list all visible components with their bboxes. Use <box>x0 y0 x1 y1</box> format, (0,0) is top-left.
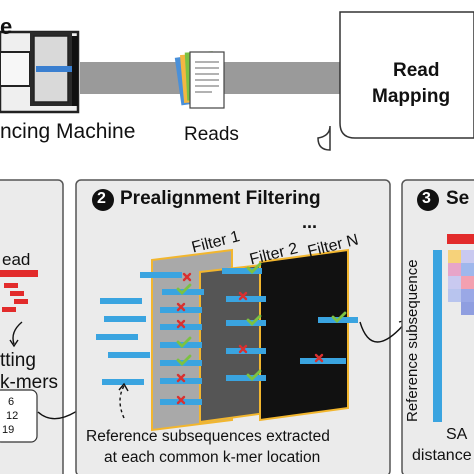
prealignment-filtering-title: Prealignment Filtering <box>120 188 321 209</box>
caption-line-1: Reference subsequences extracted <box>86 428 330 445</box>
seeding-text-line1: tting <box>0 350 36 371</box>
step-3-number: 3 <box>422 190 431 207</box>
filter-to-seed-arrow <box>359 321 407 343</box>
caption-line-2: at each common k-mer location <box>104 449 321 466</box>
reject-cross-marks <box>176 272 324 405</box>
caption-pointer-arrowhead <box>118 382 129 392</box>
reference-subsequences-input <box>96 298 150 385</box>
kmer-red-seg-3 <box>14 299 28 304</box>
filter-n-plane <box>259 248 349 422</box>
filter-ellipsis: ... <box>302 212 318 232</box>
read-mapping-box-curl <box>317 125 331 151</box>
reference-subsequence-axis-label: Reference subsequence <box>404 259 421 422</box>
caption-pointer-arrow <box>119 385 125 419</box>
seed-bottom-line2: distance <box>412 447 472 464</box>
reads-label: Reads <box>184 124 239 145</box>
reads-stack-icon <box>174 51 225 109</box>
read-mapping-title-line1: Read <box>393 60 440 81</box>
seed-extension-title-fragment: Se <box>446 188 470 209</box>
kmer-number-1: 6 <box>8 396 15 408</box>
seeding-text-line2: k-mers <box>0 372 59 393</box>
kmer-index-table <box>0 389 38 443</box>
read-red-bar <box>0 270 38 277</box>
seeding-arrowhead <box>9 339 19 348</box>
pass-check-marks <box>176 262 347 381</box>
alignment-matrix <box>448 250 474 315</box>
kmer-number-2: 12 <box>6 410 19 422</box>
seeding-down-arrow <box>12 321 23 345</box>
step-2-number: 2 <box>97 190 106 207</box>
kmer-red-seg-4 <box>2 307 16 312</box>
read-red-row <box>447 234 474 244</box>
read-mapping-title-line2: Mapping <box>372 86 451 107</box>
kmer-number-3: 19 <box>2 424 15 436</box>
kmer-red-seg-1 <box>4 283 18 288</box>
panel1-title-fragment: e <box>0 14 13 39</box>
sequencing-machine-icon <box>0 30 80 114</box>
step-2-badge <box>92 189 114 211</box>
step-3-badge <box>417 189 439 211</box>
read-label: ead <box>2 250 31 269</box>
sequencing-machine-label: ncing Machine <box>0 120 136 143</box>
seed-bottom-line1: SA <box>446 426 468 443</box>
kmer-red-seg-2 <box>10 291 24 296</box>
reference-blue-column <box>433 250 442 422</box>
read-mapping-box <box>339 11 474 139</box>
